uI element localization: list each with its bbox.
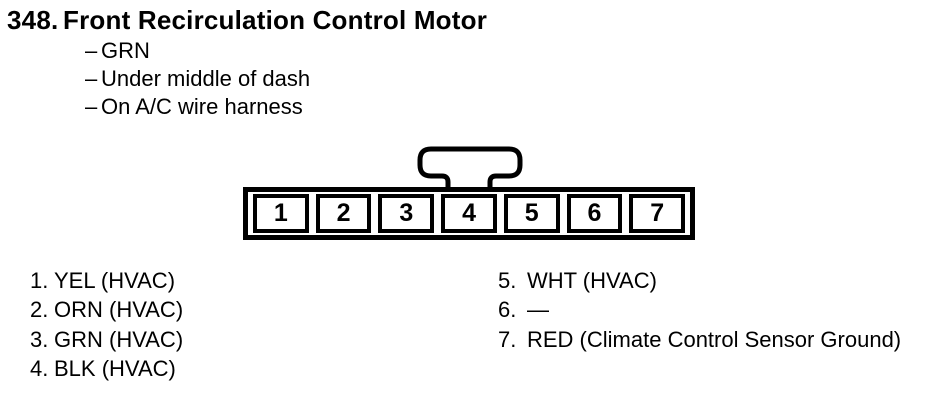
legend-row-4: 4. BLK (HVAC) <box>30 354 183 383</box>
detail-note-text: On A/C wire harness <box>101 94 303 119</box>
legend-row-5: 5. WHT (HVAC) <box>498 266 901 295</box>
legend-label: GRN (HVAC) <box>54 326 184 352</box>
pin-legend-left: 1. YEL (HVAC) 2. ORN (HVAC) 3. GRN (HVAC… <box>30 266 183 384</box>
dash-bullet: – <box>85 66 98 91</box>
section-number: 348. <box>7 5 59 35</box>
legend-row-2: 2. ORN (HVAC) <box>30 295 183 324</box>
legend-number: 5. <box>498 268 517 293</box>
detail-notes: – GRN – Under middle of dash – On A/C wi… <box>85 37 310 121</box>
legend-row-1: 1. YEL (HVAC) <box>30 266 183 295</box>
legend-label: YEL (HVAC) <box>54 268 176 293</box>
detail-note: – On A/C wire harness <box>85 93 310 121</box>
connector-pin-4: 4 <box>441 194 497 233</box>
connector-pin-2: 2 <box>315 194 372 233</box>
legend-label: BLK (HVAC) <box>54 356 176 382</box>
legend-label: WHT (HVAC) <box>527 268 657 293</box>
dash-bullet: – <box>85 38 98 63</box>
legend-number: 7. <box>498 326 517 352</box>
legend-row-7: 7. RED (Climate Control Sensor Ground) <box>498 325 901 354</box>
legend-number: 1. <box>30 268 49 293</box>
dash-bullet: – <box>85 94 98 119</box>
detail-note-text: Under middle of dash <box>101 66 311 91</box>
detail-note-text: GRN <box>101 38 150 63</box>
section-title: Front Recirculation Control Motor <box>63 5 488 35</box>
pin-legend-right: 5. WHT (HVAC) 6. — 7. RED (Climate Contr… <box>498 266 901 354</box>
legend-number: 2. <box>30 297 49 323</box>
legend-number: 6. <box>498 297 517 323</box>
legend-row-6: 6. — <box>498 295 901 324</box>
connector-pin-1: 1 <box>253 194 309 233</box>
connector-pin-6: 6 <box>566 194 623 233</box>
connector-pin-3: 3 <box>378 194 435 233</box>
connector-pin-5: 5 <box>503 194 560 233</box>
detail-note: – Under middle of dash <box>85 65 310 93</box>
connector-pin-7: 7 <box>629 194 686 233</box>
legend-label: ORN (HVAC) <box>54 297 184 323</box>
legend-number: 4. <box>30 356 49 382</box>
legend-number: 3. <box>30 326 49 352</box>
legend-label: RED (Climate Control Sensor Ground) <box>527 326 902 352</box>
detail-note: – GRN <box>85 37 310 65</box>
connector-latch-icon <box>417 146 523 191</box>
connector-body: 1 2 3 4 5 6 7 <box>243 187 695 240</box>
legend-label: — <box>527 297 549 323</box>
legend-row-3: 3. GRN (HVAC) <box>30 325 183 354</box>
section-heading: 348.Front Recirculation Control Motor <box>7 5 487 36</box>
